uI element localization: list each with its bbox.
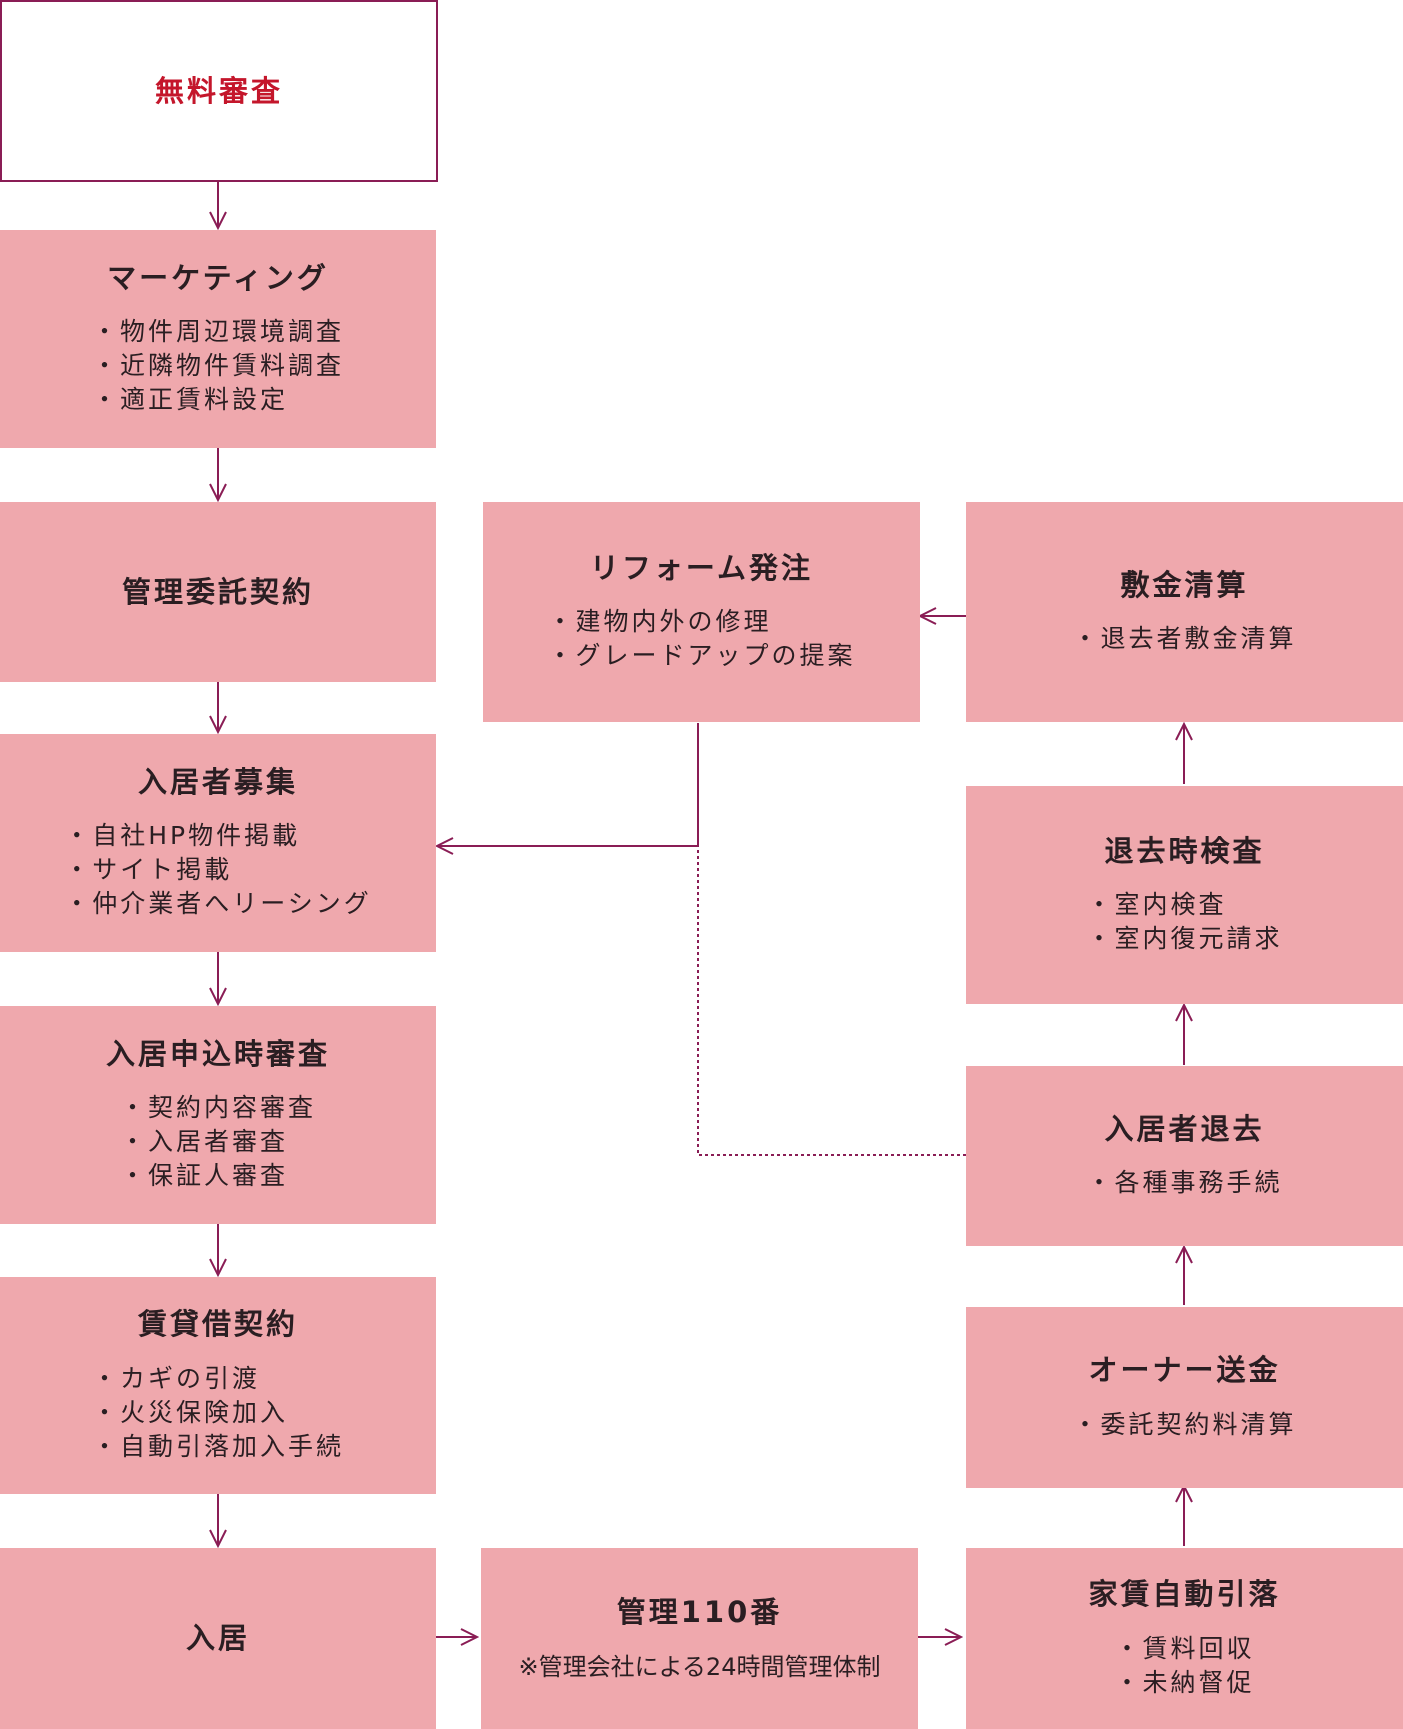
step-item: グレードアップの提案 [547, 639, 855, 673]
step-management-contract: 管理委託契約 [0, 502, 436, 682]
step-title: 家賃自動引落 [1088, 1577, 1281, 1612]
step-rent-debit: 家賃自動引落 賃料回収 未納督促 [966, 1548, 1403, 1729]
step-item: 未納督促 [1114, 1666, 1254, 1700]
step-note: ※管理会社による24時間管理体制 [518, 1653, 881, 1682]
step-item: 仲介業者へリーシング [64, 887, 372, 921]
step-item: 契約内容審査 [120, 1091, 316, 1125]
step-kanri110: 管理110番 ※管理会社による24時間管理体制 [481, 1548, 918, 1729]
arrow-reform-to-recruit [437, 723, 699, 846]
step-title: 賃貸借契約 [137, 1307, 298, 1342]
step-item: 退去者敷金清算 [1072, 622, 1296, 656]
step-item: 自社HP物件掲載 [64, 819, 372, 853]
step-title: 入居 [185, 1621, 250, 1656]
step-item: 室内復元請求 [1086, 922, 1282, 956]
step-lease-contract: 賃貸借契約 カギの引渡 火災保険加入 自動引落加入手続 [0, 1277, 436, 1494]
step-item: 保証人審査 [120, 1159, 316, 1193]
step-reform-order: リフォーム発注 建物内外の修理 グレードアップの提案 [483, 502, 920, 722]
step-title: 入居者募集 [137, 764, 298, 799]
step-title: 管理委託契約 [121, 574, 314, 609]
step-item: 建物内外の修理 [547, 605, 855, 639]
step-item: 室内検査 [1086, 888, 1282, 922]
step-tenant-recruit: 入居者募集 自社HP物件掲載 サイト掲載 仲介業者へリーシング [0, 734, 436, 952]
step-title: 敷金清算 [1120, 567, 1249, 602]
step-title: リフォーム発注 [589, 550, 814, 585]
step-move-in: 入居 [0, 1548, 436, 1729]
step-item: 適正賃料設定 [92, 383, 344, 417]
step-free-review: 無料審査 [0, 0, 438, 182]
step-item: 物件周辺環境調査 [92, 315, 344, 349]
dotted-moveout-to-reform [697, 846, 966, 1156]
step-item: 近隣物件賃料調査 [92, 349, 344, 383]
step-title: オーナー送金 [1088, 1353, 1281, 1388]
step-item: カギの引渡 [92, 1362, 344, 1396]
step-item: 入居者審査 [120, 1125, 316, 1159]
step-item: 賃料回収 [1114, 1632, 1254, 1666]
step-item: 自動引落加入手続 [92, 1430, 344, 1464]
step-title: 入居者退去 [1104, 1111, 1265, 1146]
step-item: サイト掲載 [64, 853, 372, 887]
step-title: 入居申込時審査 [105, 1036, 330, 1071]
step-owner-remit: オーナー送金 委託契約料清算 [966, 1307, 1403, 1488]
step-item: 火災保険加入 [92, 1396, 344, 1430]
step-move-out: 入居者退去 各種事務手続 [966, 1066, 1403, 1246]
step-application-review: 入居申込時審査 契約内容審査 入居者審査 保証人審査 [0, 1006, 436, 1224]
step-title: 退去時検査 [1104, 833, 1265, 868]
step-title: 管理110番 [616, 1594, 783, 1629]
step-item: 委託契約料清算 [1072, 1408, 1296, 1442]
step-marketing: マーケティング 物件周辺環境調査 近隣物件賃料調査 適正賃料設定 [0, 230, 436, 448]
step-moveout-inspection: 退去時検査 室内検査 室内復元請求 [966, 786, 1403, 1004]
step-title: マーケティング [107, 260, 329, 295]
step-title: 無料審査 [154, 73, 283, 108]
step-deposit-settle: 敷金清算 退去者敷金清算 [966, 502, 1403, 722]
step-item: 各種事務手続 [1086, 1166, 1282, 1200]
